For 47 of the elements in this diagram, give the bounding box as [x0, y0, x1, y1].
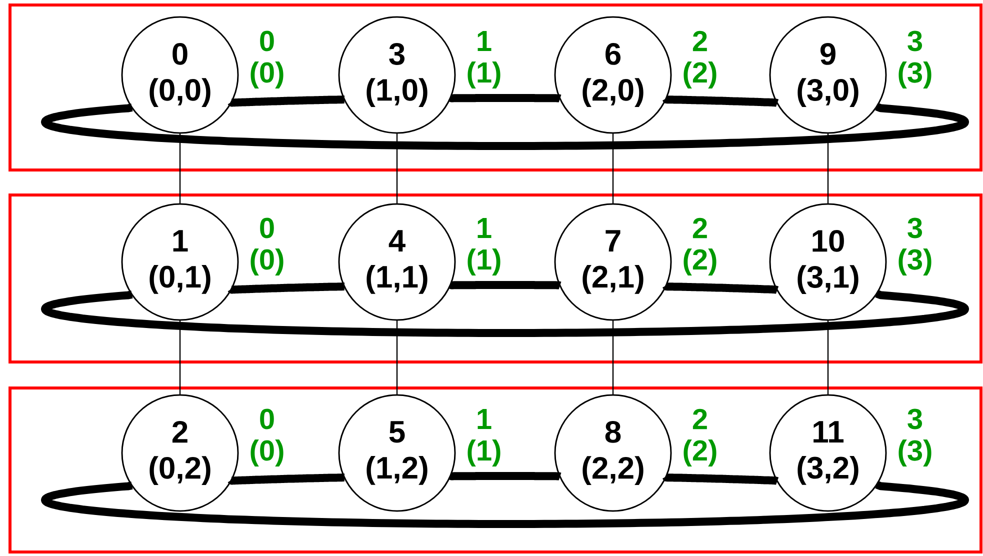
rank-label: (3): [898, 439, 932, 466]
rank-label: 3: [908, 30, 922, 52]
ring-line: [447, 94, 563, 102]
connector-line: [827, 133, 829, 204]
ring-line: [662, 96, 780, 107]
connector-line: [179, 133, 181, 204]
ring-line: [41, 102, 969, 150]
connector-line: [612, 320, 614, 395]
rank-label: 2: [692, 30, 707, 52]
rank-label: 2: [692, 218, 707, 238]
rank-label: (1): [468, 248, 500, 276]
ring-line: [41, 290, 969, 337]
rank-label: (2): [684, 248, 716, 276]
rank-label: (3): [898, 248, 932, 276]
rank-label: (1): [468, 61, 500, 88]
rank-label: 0: [260, 218, 274, 238]
ring-line: [228, 96, 347, 107]
rank-label: 0: [260, 30, 274, 52]
layer-box: [8, 194, 982, 364]
ring-line: [41, 480, 969, 528]
rank-label: 3: [908, 408, 922, 430]
ring-line: [662, 282, 780, 294]
rank-label: 3: [908, 218, 922, 238]
connector-line: [179, 320, 181, 395]
rank-label: 1: [478, 218, 492, 238]
rank-label: 1: [478, 31, 492, 51]
ring-line: [447, 280, 563, 290]
ring-line: [228, 282, 347, 294]
rank-label: 2: [692, 408, 707, 430]
rank-label: (0): [250, 248, 284, 276]
rank-label: (2): [684, 61, 716, 88]
layer-box: [8, 4, 982, 172]
connector-line: [396, 133, 398, 204]
connector-line: [612, 133, 614, 204]
layer-box: [8, 386, 982, 554]
rank-label: (3): [898, 61, 932, 88]
ring-line: [662, 474, 780, 485]
rank-label: (0): [250, 439, 284, 466]
rank-label: (1): [468, 439, 500, 466]
rank-label: (2): [684, 439, 716, 466]
ring-line: [447, 472, 563, 480]
rank-label: 1: [478, 409, 492, 429]
connector-line: [396, 320, 398, 395]
rank-label: 0: [260, 408, 274, 430]
ring-line: [228, 474, 347, 485]
connector-line: [827, 320, 829, 395]
rank-label: (0): [250, 61, 284, 88]
